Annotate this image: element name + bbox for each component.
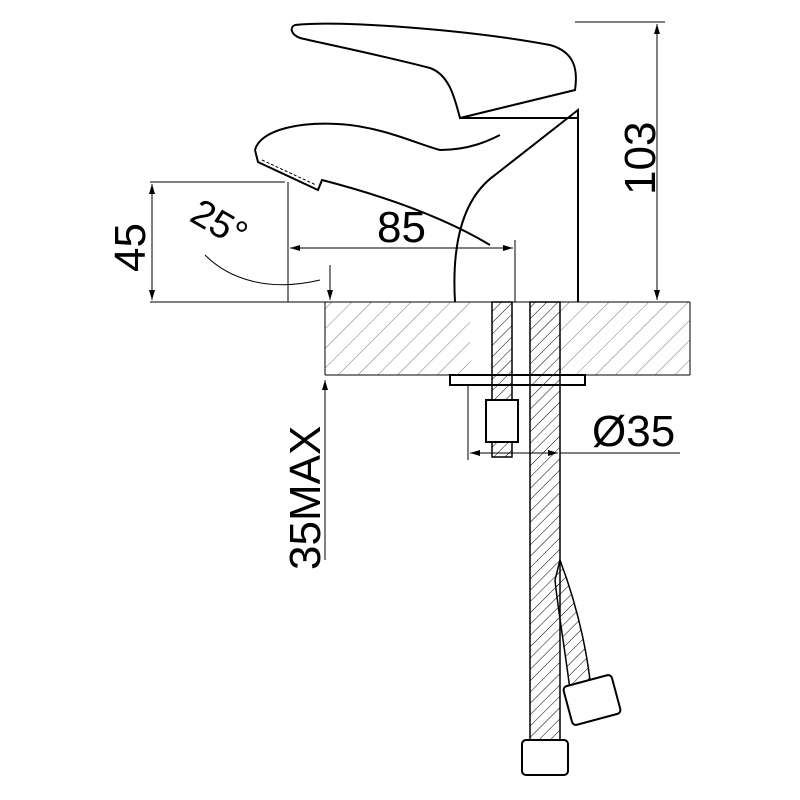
hose-nut-1 xyxy=(521,739,569,776)
spout-height-label: 45 xyxy=(106,223,155,272)
hole-diameter-label: Ø35 xyxy=(592,407,675,456)
hose-1 xyxy=(529,301,561,741)
spout-reach-label: 85 xyxy=(377,203,426,252)
countertop xyxy=(150,301,691,376)
nut xyxy=(485,399,519,443)
height-label: 103 xyxy=(616,122,665,195)
spout-bottom xyxy=(254,149,491,246)
hose-nut-2 xyxy=(562,674,622,726)
mounting-hardware xyxy=(449,301,622,776)
max-countertop-label: 35MAX xyxy=(281,426,330,570)
spout-angle-label: 25° xyxy=(184,191,255,256)
dimension-lines xyxy=(149,21,680,560)
spout-top xyxy=(254,122,501,152)
faucet-body xyxy=(254,22,579,303)
lever-handle xyxy=(290,22,577,120)
